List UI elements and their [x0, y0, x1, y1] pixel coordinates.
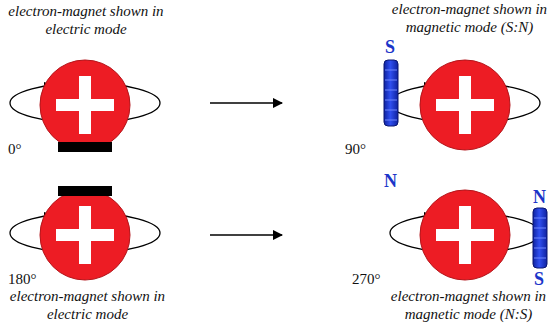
proton-panel-0 — [10, 60, 160, 152]
plus-sign — [436, 99, 494, 111]
electron-bar — [58, 142, 112, 152]
proton — [420, 190, 510, 280]
proton-panel-180 — [10, 186, 160, 280]
bar-magnet — [384, 60, 398, 126]
angle-label: 0° — [8, 140, 22, 158]
proton — [420, 60, 510, 150]
angle-label: 270° — [352, 270, 381, 288]
mode-caption: electron-magnet shown in electric mode — [0, 287, 175, 323]
angle-label: 180° — [8, 270, 37, 288]
pole-label: S — [534, 270, 544, 288]
transition-arrow — [210, 102, 282, 104]
plus-sign — [56, 229, 114, 241]
bar-magnet — [533, 208, 547, 268]
plus-sign — [56, 99, 114, 111]
proton-panel-90 — [384, 60, 540, 150]
pole-label: S — [385, 38, 395, 56]
mode-caption: electron-magnet shown in electric mode — [0, 2, 172, 38]
proton — [40, 60, 130, 150]
mode-caption: electron-magnet shown in magnetic mode (… — [380, 287, 557, 323]
proton — [40, 190, 130, 280]
pole-label: N — [384, 172, 397, 190]
mode-caption: electron-magnet shown in magnetic mode (… — [382, 0, 557, 36]
electron-bar — [58, 186, 112, 196]
pole-label: N — [533, 188, 546, 206]
plus-sign — [436, 229, 494, 241]
proton-panel-270 — [390, 190, 547, 280]
transition-arrow — [210, 234, 282, 236]
angle-label: 90° — [345, 140, 366, 158]
